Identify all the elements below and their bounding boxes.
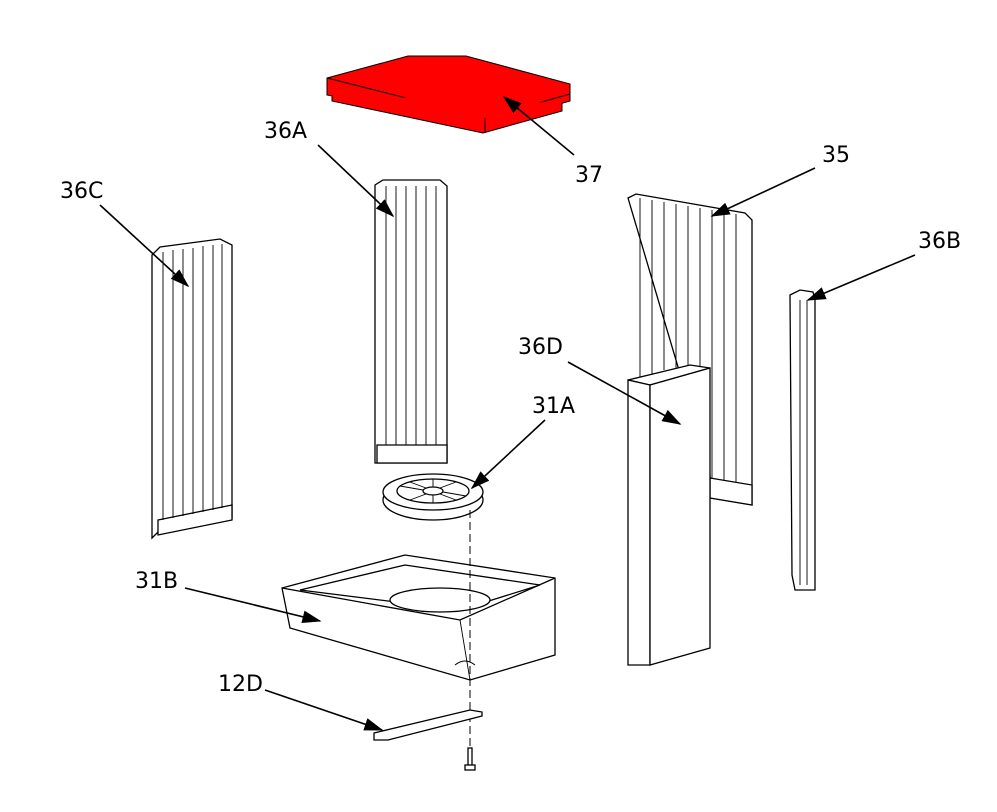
- label-31B: 31B: [135, 569, 178, 594]
- screw-part[interactable]: [464, 747, 476, 771]
- label-36A: 36A: [264, 119, 307, 144]
- label-35: 35: [822, 143, 850, 168]
- part-12D-bracket[interactable]: [373, 709, 483, 741]
- label-31A: 31A: [532, 394, 575, 419]
- part-36B-strip-brick[interactable]: [789, 289, 816, 591]
- leader-lines: [99, 95, 916, 731]
- label-36C: 36C: [60, 179, 103, 204]
- part-36C-side-brick[interactable]: [151, 238, 233, 540]
- part-36A-rear-brick[interactable]: [374, 179, 448, 464]
- label-37: 37: [575, 163, 603, 188]
- part-36D-front-brick[interactable]: [627, 364, 711, 666]
- label-36D: 36D: [518, 335, 563, 360]
- label-36B: 36B: [918, 229, 961, 254]
- part-31B-ash-pan[interactable]: [281, 554, 556, 681]
- label-12D: 12D: [218, 672, 263, 697]
- part-31A-grate[interactable]: [382, 473, 484, 521]
